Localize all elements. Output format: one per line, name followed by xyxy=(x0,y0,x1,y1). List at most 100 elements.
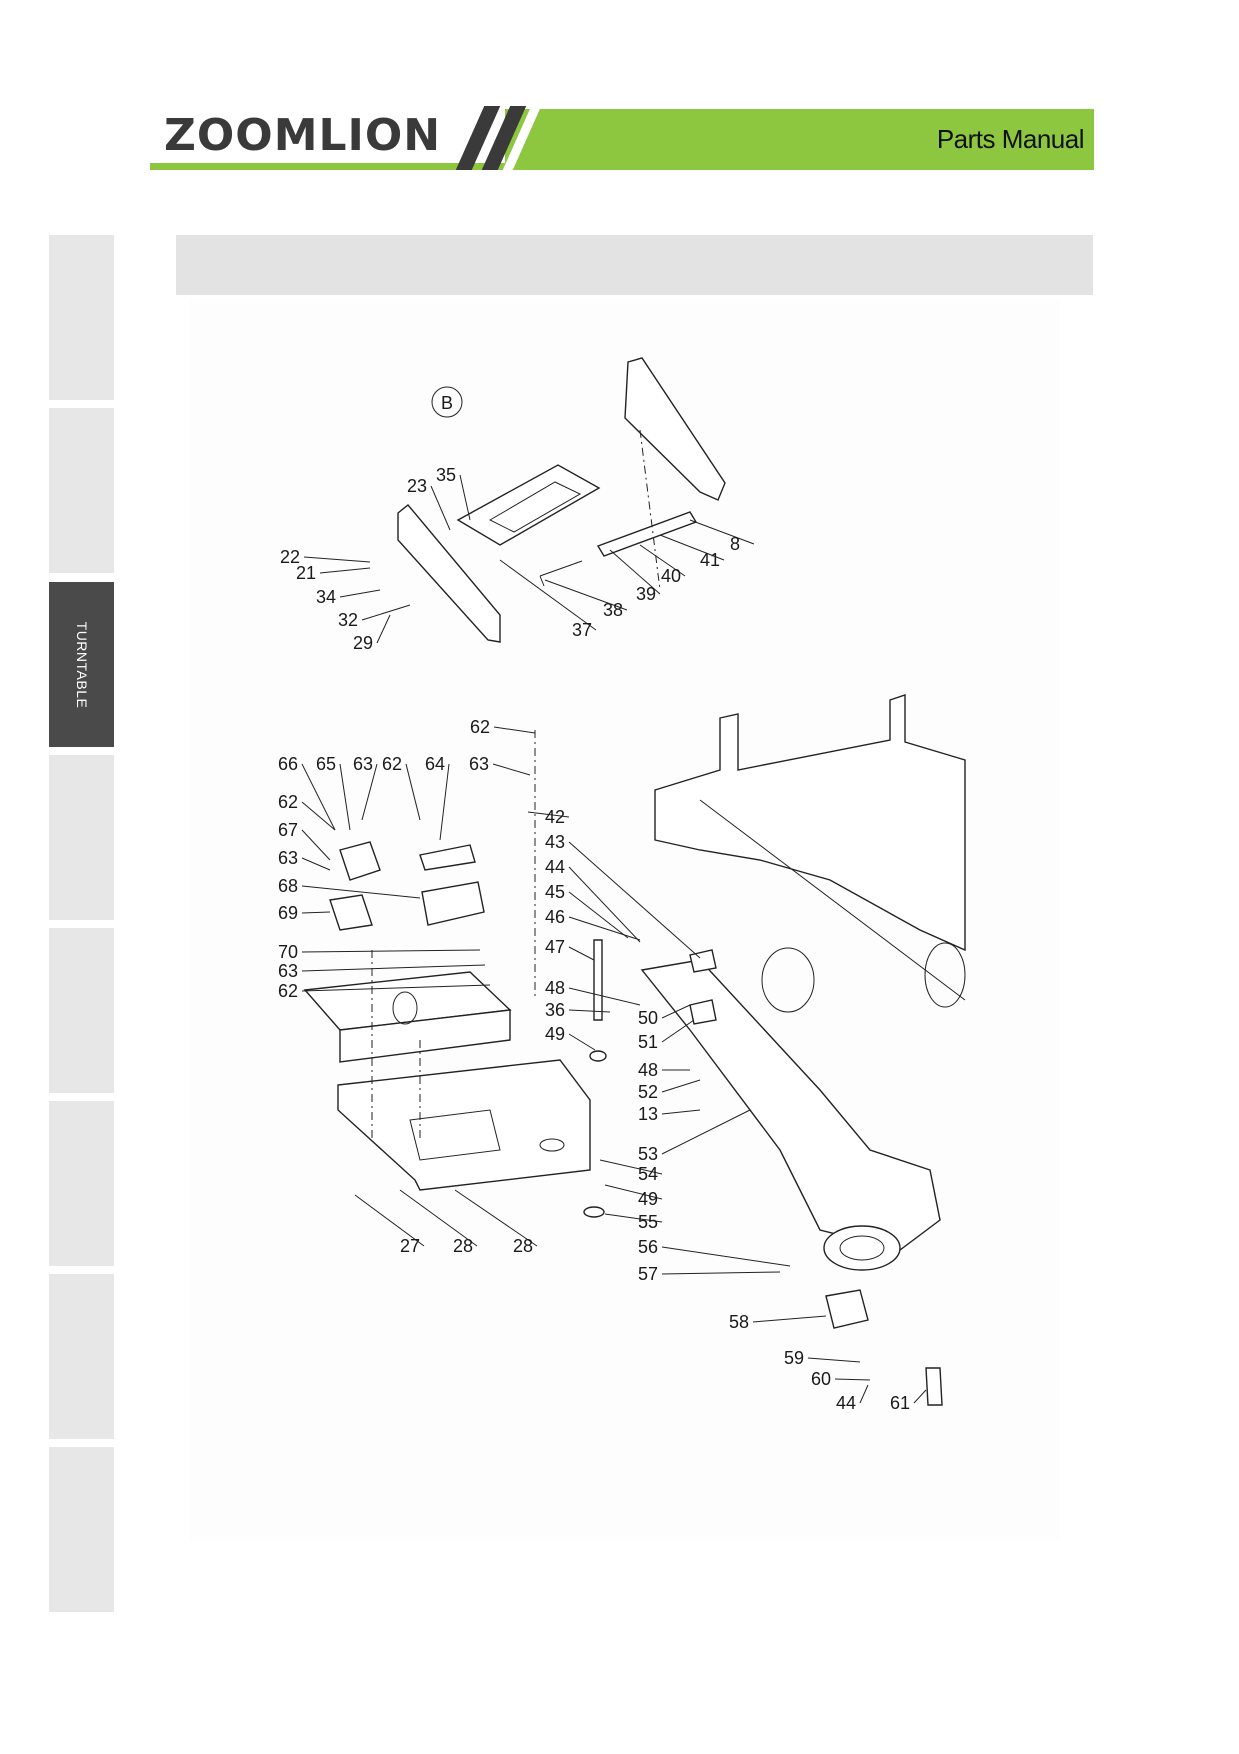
callout-leader xyxy=(527,811,570,818)
frame-lower-arm xyxy=(640,959,941,1251)
cover-plate-64 xyxy=(419,844,476,871)
platform-assembly xyxy=(303,730,943,1406)
lower-tray xyxy=(337,1059,591,1191)
callout-leader xyxy=(301,984,491,992)
callout-leader xyxy=(568,1009,611,1013)
callout-leader xyxy=(659,534,725,561)
callout-leader xyxy=(361,604,411,621)
sidebar-tab-5[interactable] xyxy=(49,928,114,1093)
callout-leader xyxy=(834,1378,871,1381)
sidebar-tab-7[interactable] xyxy=(49,1274,114,1439)
angle-rod xyxy=(539,560,583,587)
callout-leader xyxy=(568,946,595,961)
part-callout: 27 xyxy=(400,1236,420,1256)
part-callout: 13 xyxy=(638,1104,658,1124)
part-callout: 53 xyxy=(638,1144,658,1164)
part-callout: 62 xyxy=(278,981,298,1001)
part-callout: 32 xyxy=(338,610,358,630)
page-header: ZOOMLION Parts Manual xyxy=(150,106,1094,170)
part-callout: 8 xyxy=(730,534,740,554)
part-callout: 48 xyxy=(638,1060,658,1080)
frame-opening-right xyxy=(924,942,966,1008)
section-title-bar xyxy=(176,235,1093,295)
sidebar-tab-2[interactable] xyxy=(49,408,114,573)
part-callout: 62 xyxy=(278,792,298,812)
part-callout: 40 xyxy=(661,566,681,586)
part-callout: 50 xyxy=(638,1008,658,1028)
tray-slot xyxy=(539,1138,565,1152)
left-bracket xyxy=(397,504,501,643)
callout-leader xyxy=(599,1159,663,1175)
sidebar-tab-4[interactable] xyxy=(49,755,114,920)
part-callout: 69 xyxy=(278,903,298,923)
callout-leader xyxy=(604,1184,663,1200)
callout-leader xyxy=(454,1189,538,1247)
part-callout: 61 xyxy=(890,1393,910,1413)
sidebar-tab-1[interactable] xyxy=(49,235,114,400)
tray-window xyxy=(488,481,582,533)
part-callout: 44 xyxy=(545,857,565,877)
part-callout: 38 xyxy=(603,600,623,620)
part-callout: 63 xyxy=(278,848,298,868)
part-callout: 34 xyxy=(316,587,336,607)
part-callout: 65 xyxy=(316,754,336,774)
part-callout: 28 xyxy=(513,1236,533,1256)
part-callout: 56 xyxy=(638,1237,658,1257)
callout-leader xyxy=(661,1079,701,1093)
callout-leader xyxy=(303,556,371,563)
callout-leader xyxy=(459,474,471,521)
slew-ring xyxy=(823,1225,901,1271)
callout-leader xyxy=(301,829,331,861)
callout-leader xyxy=(301,911,331,914)
mount-plate-69 xyxy=(329,894,373,931)
battery-box-68 xyxy=(421,881,485,926)
part-callout: 35 xyxy=(436,465,456,485)
callout-leader xyxy=(568,841,701,959)
part-callout: 70 xyxy=(278,942,298,962)
detail-marker-label: B xyxy=(441,393,453,413)
part-callout: 44 xyxy=(836,1393,856,1413)
callout-leader xyxy=(661,1109,701,1115)
part-callout: 62 xyxy=(470,717,490,737)
sidebar-tab-6[interactable] xyxy=(49,1101,114,1266)
part-callout: 49 xyxy=(638,1189,658,1209)
bushing-49 xyxy=(589,1050,607,1062)
callout-leader xyxy=(493,726,536,734)
zoomlion-logo: ZOOMLION xyxy=(164,110,442,161)
frame-upper-body xyxy=(654,694,966,952)
sidebar-tab-8[interactable] xyxy=(49,1447,114,1612)
part-callout: 42 xyxy=(545,807,565,827)
part-callout: 59 xyxy=(784,1348,804,1368)
callout-leader xyxy=(301,885,421,899)
turntable-frame xyxy=(640,694,966,1271)
callout-leader xyxy=(544,579,628,611)
part-callout: 63 xyxy=(353,754,373,774)
part-callout: 52 xyxy=(638,1082,658,1102)
part-callout: 48 xyxy=(545,978,565,998)
part-callout: 23 xyxy=(407,476,427,496)
part-callout: 63 xyxy=(278,961,298,981)
callout-leader xyxy=(301,857,331,871)
tray-plate xyxy=(456,464,601,546)
part-callout: 37 xyxy=(572,620,592,640)
part-callout: 45 xyxy=(545,882,565,902)
callout-leader xyxy=(752,1315,827,1323)
part-callout: 68 xyxy=(278,876,298,896)
callout-leader xyxy=(913,1389,927,1404)
callout-leader xyxy=(361,763,378,821)
platform-hole xyxy=(392,991,418,1025)
sidebar-tab-turntable[interactable]: TURNTABLE xyxy=(49,582,114,747)
part-callout: 54 xyxy=(638,1164,658,1184)
callout-leader xyxy=(568,987,641,1006)
callout-leader xyxy=(319,567,371,574)
tray-cutout xyxy=(409,1109,501,1161)
centerline-b xyxy=(639,429,661,591)
part-callout: 49 xyxy=(545,1024,565,1044)
slew-ring-inner xyxy=(839,1235,885,1261)
callout-leader xyxy=(339,589,381,598)
callout-leader xyxy=(661,1246,791,1267)
frame-edge-line xyxy=(699,799,966,1001)
pivot-pin-47 xyxy=(593,939,603,1021)
part-callout: 46 xyxy=(545,907,565,927)
washer-55 xyxy=(583,1206,605,1218)
